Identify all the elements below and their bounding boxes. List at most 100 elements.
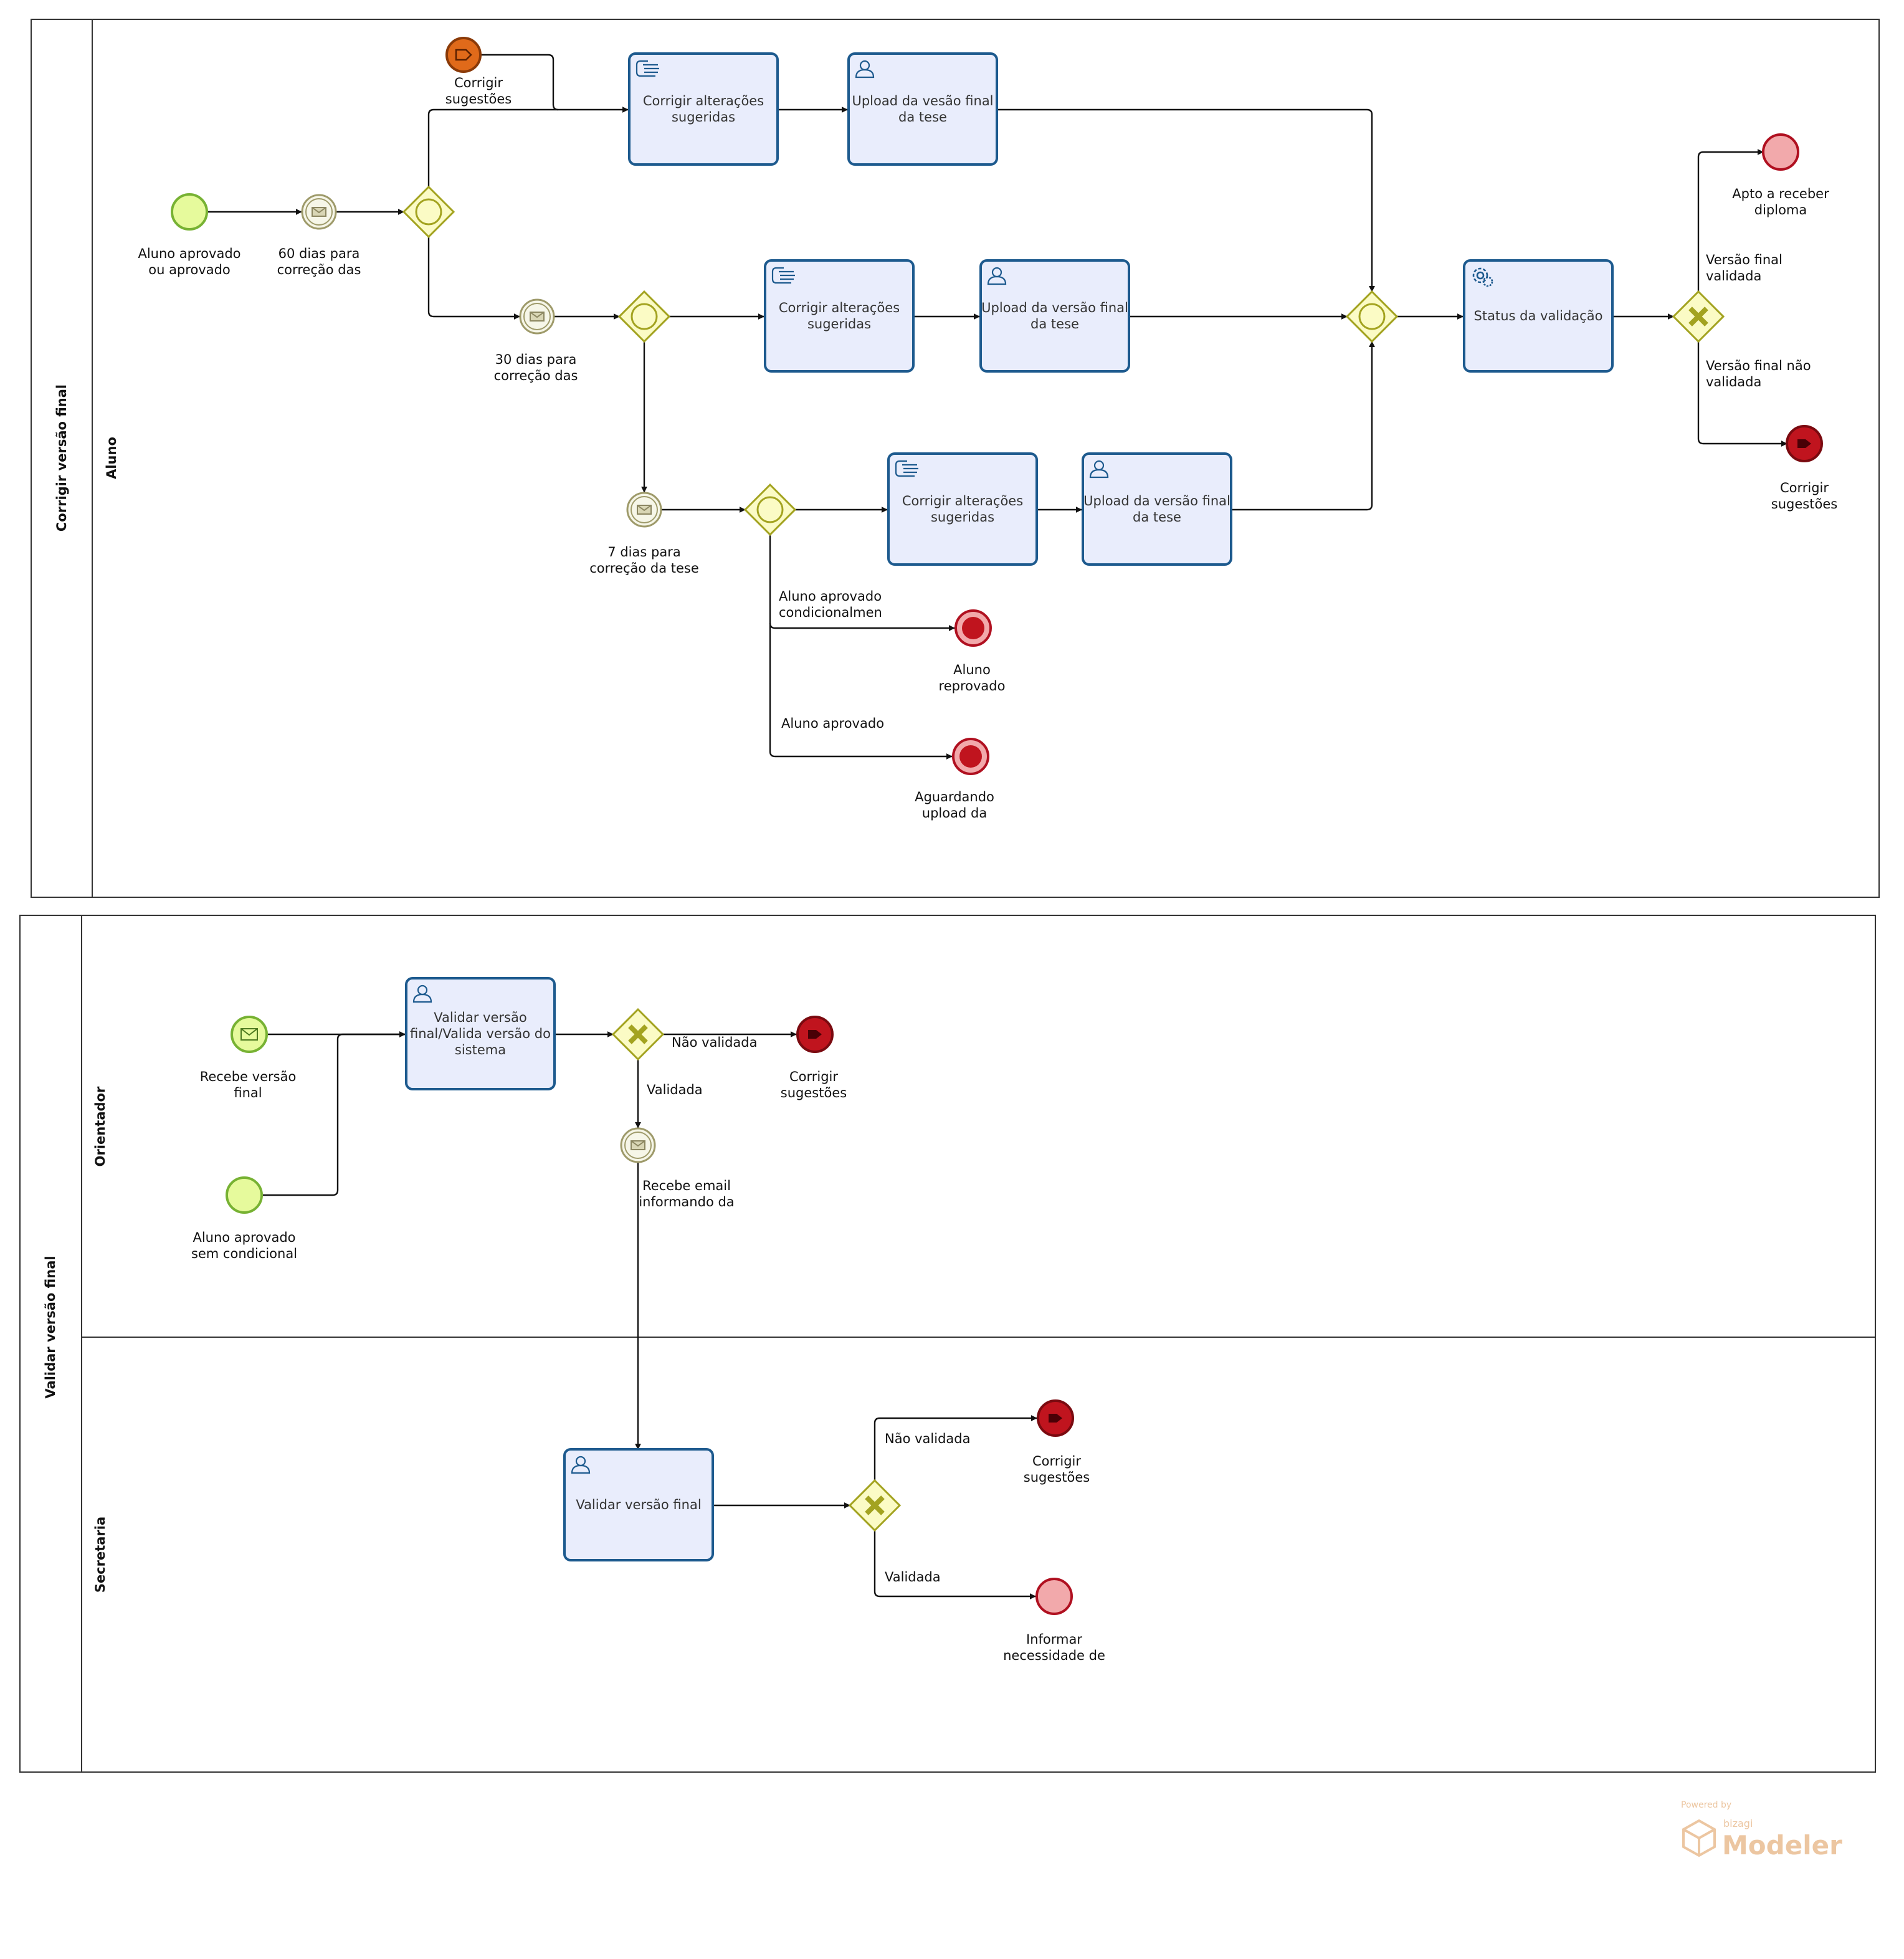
end-event-circle[interactable] [1762,133,1799,171]
task-label: Corrigir alterações sugeridas [643,93,764,125]
event-label-line: reprovado [939,679,1006,694]
gateway-diamond[interactable] [617,290,671,343]
task-label-line: sugeridas [672,110,735,125]
terminate-end-event[interactable]: Aluno reprovado [939,609,1006,694]
task-box[interactable] [887,452,1038,566]
flow-label-line: condicionalmen [779,605,882,620]
start-event-circle[interactable] [226,1176,263,1214]
task-box[interactable] [1463,259,1614,373]
task-box[interactable] [563,1448,714,1561]
inclusive-circle-icon [415,198,442,226]
task-label-line: Corrigir alterações [643,93,764,108]
exclusive-gateway[interactable] [848,1479,902,1532]
event-label-line: Apto a receber [1732,186,1829,201]
event-label-line: Aluno aprovado [193,1230,295,1245]
flow-esc-t1 [481,54,559,111]
pool-corrigir: Corrigir versão final Aluno [31,19,1880,898]
task-label-line: Upload da vesão final [852,93,993,108]
flow-gw7-corr3 [873,1415,1037,1480]
task-label-line: sistema [455,1042,506,1057]
gateway-diamond[interactable] [402,185,455,239]
event-label-line: Aluno [953,662,991,677]
escalation-start-circle[interactable] [445,37,482,73]
watermark-product: Modeler [1722,1830,1842,1861]
task-label-line: sugeridas [807,317,871,331]
intermediate-event-inner [631,496,658,523]
task-box[interactable] [764,259,915,373]
task-label-line: sugeridas [931,510,994,525]
pool-corrigir-label: Corrigir versão final [54,384,69,531]
gateway-diamond[interactable] [743,483,797,536]
task-label-line: Status da validação [1474,308,1603,323]
envelope-icon [631,1140,645,1150]
task-t1[interactable]: Corrigir alterações sugeridas [628,52,779,166]
terminate-icon [959,745,982,768]
lane-secretaria-label: Secretaria [93,1517,108,1593]
task-t7[interactable]: Status da validação [1463,259,1614,373]
task-box[interactable] [979,259,1130,373]
user-task-person-icon [412,984,432,1003]
intermediate-event-inner [624,1132,652,1159]
task-t9[interactable]: Validar versão final [563,1448,714,1561]
intermediate-event-inner [523,303,551,330]
start-event-circle[interactable] [171,193,208,231]
task-box[interactable] [1082,452,1232,566]
task-label-line: Validar versão [434,1010,526,1025]
intermediate-event-inner [305,198,333,226]
exclusive-gateway[interactable] [611,1008,665,1061]
event-label-line: Recebe versão [200,1069,297,1084]
user-task-person-icon [855,60,875,79]
event-label-line: informando da [639,1194,734,1209]
exclusive-gateway[interactable] [1672,290,1725,343]
task-box[interactable] [405,977,556,1090]
event-label-line: Corrigir [789,1069,838,1084]
flow-label-line: Validada [885,1570,941,1585]
sequence-flows [205,54,1787,1599]
flow-label-line: Aluno aprovado [779,589,882,604]
task-box[interactable] [628,52,779,166]
inclusive-gateway[interactable] [402,185,455,239]
service-task-gear-icon [1472,267,1493,287]
gateway-diamond[interactable] [1345,290,1399,343]
event-label-line: necessidade de [1003,1648,1105,1663]
event-label-line: Corrigir [1780,480,1829,495]
end-event-circle[interactable] [1035,1578,1073,1615]
task-label-line: Upload da versão final [981,300,1128,315]
inclusive-gateway[interactable] [743,483,797,536]
inclusive-gateway[interactable] [1345,290,1399,343]
inclusive-gateway[interactable] [617,290,671,343]
task-box[interactable] [847,52,998,166]
bizagi-cube-icon [1682,1819,1716,1857]
